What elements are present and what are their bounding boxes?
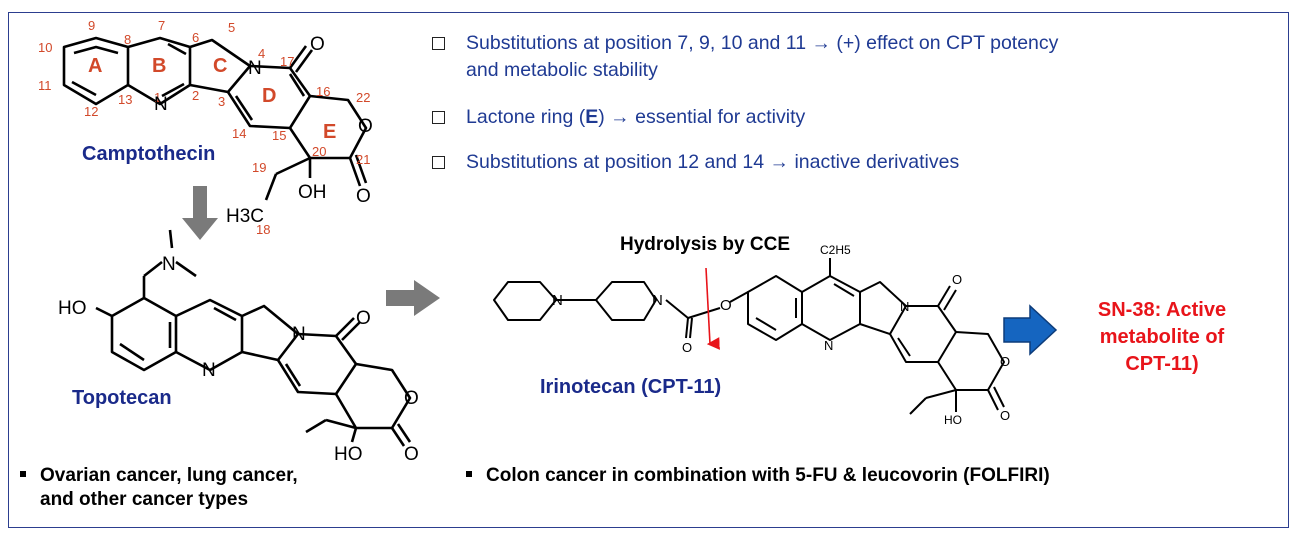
svg-text:15: 15 bbox=[272, 128, 286, 143]
ring-label-b: B bbox=[152, 55, 166, 77]
atom-iri-o-link: O bbox=[720, 297, 732, 314]
bullet-square-icon bbox=[466, 470, 472, 477]
checkbox-icon bbox=[432, 111, 445, 124]
ring-label-a: A bbox=[88, 55, 102, 77]
atom-iri-o3: O bbox=[1000, 408, 1010, 423]
svg-text:22: 22 bbox=[356, 90, 370, 105]
atom-iri-o-carb: O bbox=[682, 340, 692, 355]
atom-topo-n-ring1: N bbox=[202, 360, 216, 381]
svg-text:20: 20 bbox=[312, 144, 326, 159]
atom-iri-n-pip2: N bbox=[652, 292, 663, 309]
down-arrow-icon bbox=[182, 186, 218, 240]
camptothecin-name: Camptothecin bbox=[82, 143, 215, 165]
svg-text:6: 6 bbox=[192, 30, 199, 45]
blue-right-arrow-icon bbox=[1003, 304, 1058, 356]
bullet-list: Substitutions at position 7, 9, 10 and 1… bbox=[432, 30, 1292, 173]
atom-h3c: H3C bbox=[226, 206, 264, 227]
topotecan-indication: Ovarian cancer, lung cancer, and other c… bbox=[20, 464, 298, 512]
svg-text:11: 11 bbox=[38, 78, 52, 93]
svg-text:17: 17 bbox=[280, 54, 294, 69]
ring-label-d: D bbox=[262, 85, 276, 107]
position-numbers: 1 2 3 4 5 6 7 8 9 10 11 12 13 14 15 16 1… bbox=[38, 18, 370, 237]
atom-n1: N bbox=[154, 94, 168, 115]
atom-topo-o2: O bbox=[404, 388, 419, 409]
svg-text:1: 1 bbox=[154, 90, 161, 105]
sn38-line3: CPT-11) bbox=[1125, 353, 1198, 375]
svg-text:19: 19 bbox=[252, 160, 266, 175]
slide-frame bbox=[8, 12, 1289, 528]
checkbox-icon bbox=[432, 156, 445, 169]
atom-topo-n-ring2: N bbox=[292, 324, 306, 345]
atom-iri-n-ring: N bbox=[900, 299, 909, 314]
svg-text:7: 7 bbox=[158, 18, 165, 33]
atom-o-ring: O bbox=[358, 116, 373, 137]
atom-topo-n-dimethyl: N bbox=[162, 254, 176, 275]
atom-oh: OH bbox=[298, 182, 327, 203]
atom-iri-o1: O bbox=[952, 272, 962, 287]
irinotecan-name: Irinotecan (CPT-11) bbox=[540, 376, 721, 398]
svg-text:14: 14 bbox=[232, 126, 246, 141]
irinotecan-structure bbox=[493, 258, 1005, 415]
atom-iri-n-quinoline: N bbox=[824, 338, 833, 353]
topotecan-name: Topotecan bbox=[72, 387, 172, 409]
checkbox-icon bbox=[432, 37, 445, 50]
svg-text:10: 10 bbox=[38, 40, 52, 55]
svg-text:16: 16 bbox=[316, 84, 330, 99]
svg-text:5: 5 bbox=[228, 20, 235, 35]
topotecan-structure bbox=[95, 229, 412, 447]
svg-text:9: 9 bbox=[88, 18, 95, 33]
bullet-substitutions-12-14: Substitutions at position 12 and 14 → in… bbox=[432, 149, 959, 176]
irinotecan-indication: Colon cancer in combination with 5-FU & … bbox=[466, 464, 1050, 488]
hydrolysis-label: Hydrolysis by CCE bbox=[620, 234, 790, 255]
svg-text:3: 3 bbox=[218, 94, 225, 109]
bullet-substitutions-7-9-10-11: Substitutions at position 7, 9, 10 and 1… bbox=[432, 30, 1292, 84]
atom-iri-o2: O bbox=[1000, 354, 1010, 369]
atom-topo-ho: HO bbox=[58, 298, 87, 319]
hydrolysis-arrow-icon bbox=[705, 267, 720, 350]
atom-topo-o3: O bbox=[404, 444, 419, 465]
atom-n4: N bbox=[248, 58, 262, 79]
right-arrow-icon bbox=[386, 280, 440, 316]
bullet-square-icon bbox=[20, 470, 26, 477]
atom-topo-o1: O bbox=[356, 308, 371, 329]
sn38-line2: metabolite of bbox=[1100, 326, 1225, 348]
atom-topo-ho2: HO bbox=[334, 444, 363, 465]
svg-text:8: 8 bbox=[124, 32, 131, 47]
camptothecin-structure bbox=[62, 36, 368, 201]
svg-text:4: 4 bbox=[258, 46, 265, 61]
atom-iri-c2h5: C2H5 bbox=[820, 243, 851, 257]
ring-label-e: E bbox=[323, 121, 336, 143]
atom-o17: O bbox=[310, 34, 325, 55]
svg-text:21: 21 bbox=[356, 152, 370, 167]
bullet-lactone-ring: Lactone ring (E) → essential for activit… bbox=[432, 104, 805, 131]
atom-iri-n-pip1: N bbox=[552, 292, 563, 309]
atom-o21: O bbox=[356, 186, 371, 207]
ring-label-c: C bbox=[213, 55, 227, 77]
svg-text:12: 12 bbox=[84, 104, 98, 119]
svg-text:13: 13 bbox=[118, 92, 132, 107]
svg-text:18: 18 bbox=[256, 222, 270, 237]
atom-iri-ho: HO bbox=[944, 413, 962, 427]
sn38-line1: SN-38: Active bbox=[1098, 299, 1226, 321]
svg-text:2: 2 bbox=[192, 88, 199, 103]
